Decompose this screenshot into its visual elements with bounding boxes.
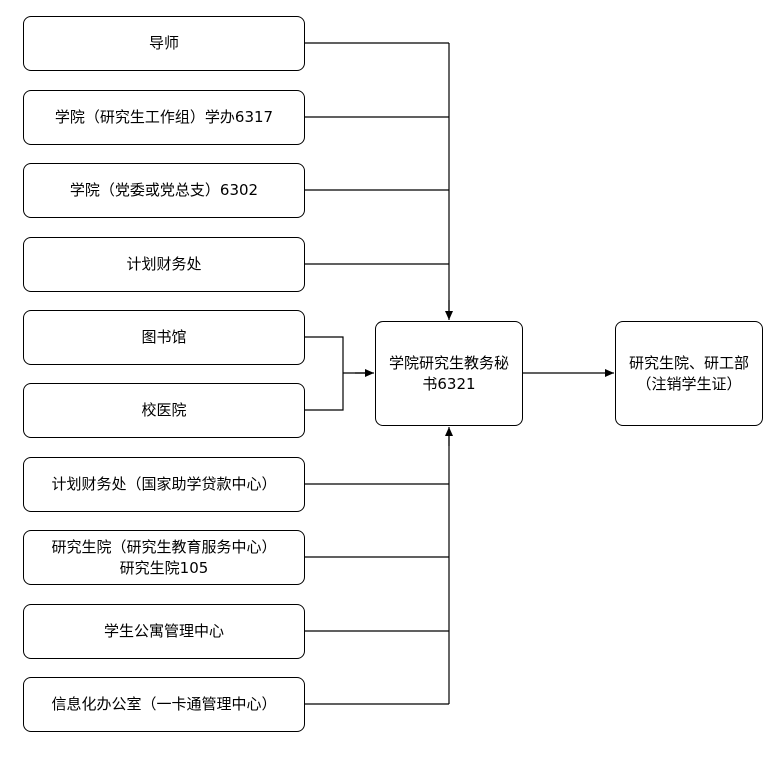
dept-box-label: 学院（研究生工作组）学办6317 <box>54 108 274 126</box>
dept-box-label: 图书馆 <box>141 328 187 346</box>
dept-box-loan-center: 计划财务处（国家助学贷款中心） <box>23 457 305 512</box>
center-box-secretary: 学院研究生教务秘 书6321 <box>375 321 523 426</box>
dept-box-college-party-committee: 学院（党委或党总支）6302 <box>23 163 305 218</box>
connector-bottom-group <box>305 430 450 705</box>
dept-box-dormitory-center: 学生公寓管理中心 <box>23 604 305 659</box>
dept-box-label: 计划财务处 <box>126 255 202 273</box>
dept-box-label: 导师 <box>148 34 179 52</box>
dept-box-label: 学院（党委或党总支）6302 <box>69 181 259 199</box>
dept-box-library: 图书馆 <box>23 310 305 365</box>
dept-box-finance: 计划财务处 <box>23 237 305 292</box>
dept-box-label: 计划财务处（国家助学贷款中心） <box>51 475 277 493</box>
dept-box-label: 学生公寓管理中心 <box>103 622 224 640</box>
center-box-label: 学院研究生教务秘 书6321 <box>388 353 509 393</box>
dept-box-graduate-service-center: 研究生院（研究生教育服务中心） 研究生院105 <box>23 530 305 585</box>
dept-box-label: 校医院 <box>141 401 187 419</box>
dept-box-college-student-office: 学院（研究生工作组）学办6317 <box>23 90 305 145</box>
final-box-label: 研究生院、研工部 （注销学生证） <box>628 353 749 393</box>
connector-top-group <box>305 42 450 318</box>
final-box-graduate-school: 研究生院、研工部 （注销学生证） <box>615 321 763 426</box>
dept-box-advisor: 导师 <box>23 16 305 71</box>
dept-box-label: 信息化办公室（一卡通管理中心） <box>51 695 277 713</box>
dept-box-hospital: 校医院 <box>23 383 305 438</box>
dept-box-card-center: 信息化办公室（一卡通管理中心） <box>23 677 305 732</box>
dept-box-label: 研究生院（研究生教育服务中心） 研究生院105 <box>51 537 277 577</box>
